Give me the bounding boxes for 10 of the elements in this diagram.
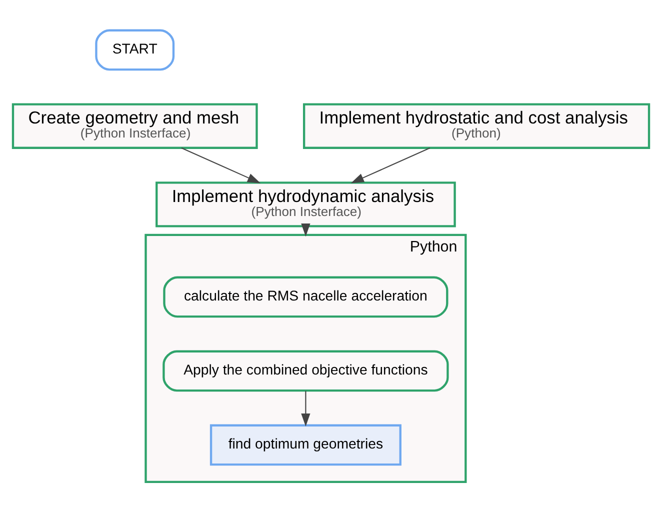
arrow	[301, 390, 310, 426]
arrow	[181, 147, 261, 183]
node-box: find optimum geometries	[210, 424, 402, 466]
node-box: Apply the combined objective functions	[162, 350, 449, 392]
node-box: calculate the RMS nacelle acceleration	[163, 276, 448, 318]
arrow	[350, 147, 430, 183]
arrow	[301, 223, 310, 236]
node-box: Create geometry and mesh (Python Insterface)	[12, 102, 258, 148]
node-box: Implement hydrostatic and cost analysis (Python)	[302, 102, 650, 148]
node-box: START	[95, 28, 175, 70]
